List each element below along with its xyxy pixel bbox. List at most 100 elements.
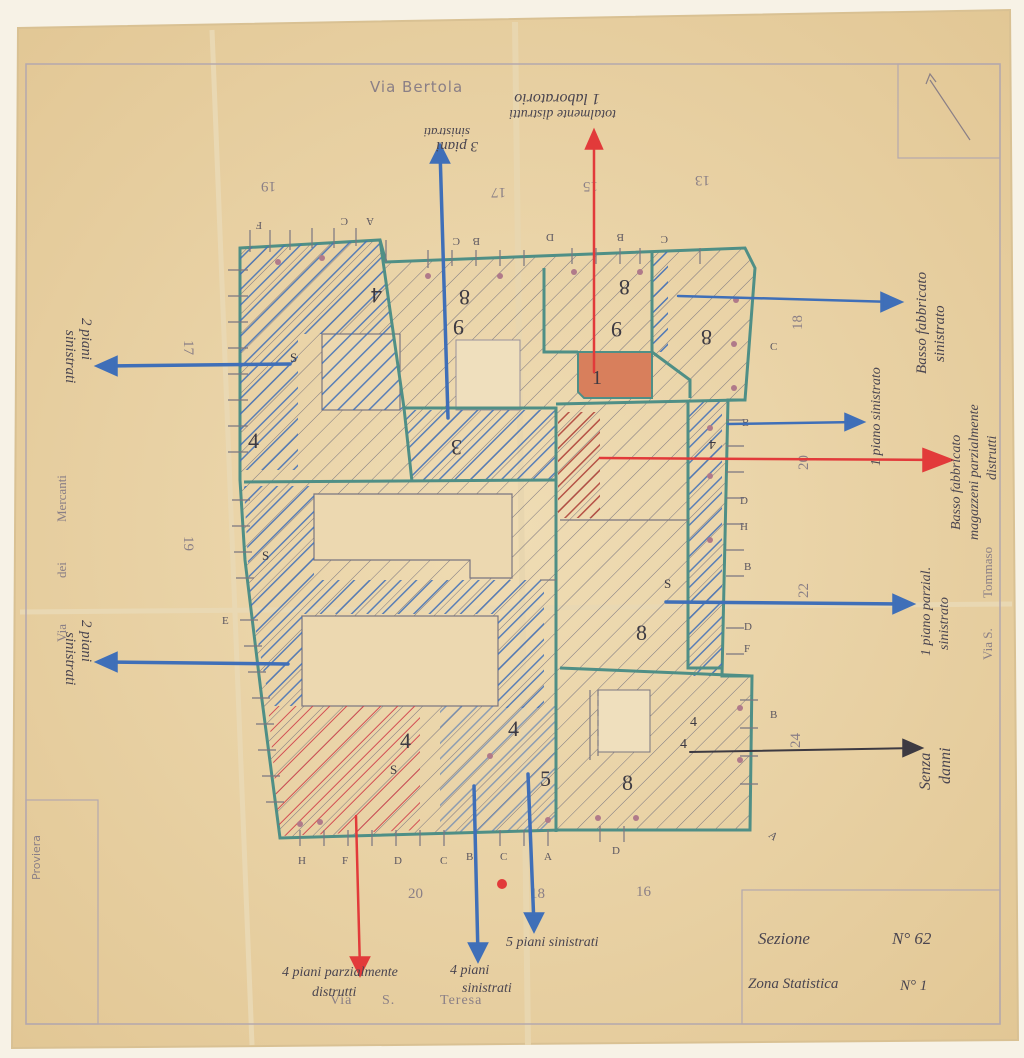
- arrow-blue-bottom-right: [526, 772, 536, 928]
- block-number: 24: [788, 733, 804, 749]
- arrow-blue-left-bottom: [102, 660, 290, 666]
- floor-count: 4: [371, 283, 382, 308]
- cartouche: Sezione N° 62 Zona Statistica N° 1: [748, 929, 932, 994]
- damaged-area-blue: [268, 706, 556, 832]
- edge-letter: B: [466, 851, 473, 863]
- edge-letter: C: [661, 233, 668, 245]
- floor-count: 4: [508, 716, 519, 741]
- edge-letter: B: [770, 709, 777, 721]
- svg-text:S.: S.: [382, 993, 395, 1008]
- block-number: 17: [491, 184, 507, 200]
- floor-count: 9: [453, 315, 464, 340]
- block-number: 15: [583, 178, 598, 194]
- floor-count: 4: [400, 728, 411, 753]
- edge-letter: D: [740, 495, 748, 507]
- destroyed-area-red: [268, 706, 420, 836]
- edge-letter: B: [744, 561, 751, 573]
- note-bottom-blue: sinistrati: [462, 981, 512, 996]
- stair-mark: S: [664, 576, 671, 591]
- edge-letter: A: [366, 215, 374, 227]
- block-number: 20: [408, 886, 423, 902]
- floor-count: 8: [459, 285, 470, 310]
- edge-letter: C: [341, 215, 348, 227]
- arrow-blue-left-top: [102, 362, 292, 368]
- edge-letter: B: [473, 235, 480, 247]
- note-right-20b: magazzeni parzialmente: [967, 404, 982, 540]
- floor-count: 4: [248, 428, 259, 453]
- edge-letter: D: [612, 845, 620, 857]
- edge-letter: F: [256, 219, 262, 231]
- note-left-bottom: sinistrati: [62, 632, 78, 685]
- note-right-20b: distrutti: [985, 436, 1000, 480]
- courtyard: [597, 689, 651, 753]
- north-box: [897, 63, 1001, 159]
- floor-count-small: 4: [690, 715, 697, 730]
- floor-count: 5: [540, 766, 551, 791]
- edge-letter: D: [394, 855, 402, 867]
- map-frame: [25, 63, 1001, 1025]
- courtyard: [455, 339, 521, 411]
- paper-fold: [209, 29, 255, 1046]
- edge-letter: C: [440, 855, 447, 867]
- floor-count-small: 4: [680, 737, 687, 752]
- arrow-red-right-20b: [598, 456, 946, 462]
- note-top-red: 1 laboratorio: [514, 90, 600, 107]
- arrow-red-bottom: [354, 814, 362, 972]
- edge-letter: C: [770, 341, 777, 353]
- svg-text:Via S.: Via S.: [980, 628, 995, 660]
- cartouche-box: [741, 889, 1001, 1025]
- note-right-20a: 1 piano sinistrato: [869, 367, 884, 466]
- note-right-22: 1 piano parzial.: [919, 567, 934, 656]
- edge-letter: E: [222, 615, 229, 627]
- floor-count-small: 4: [709, 436, 716, 451]
- internal-partitions: [385, 240, 688, 760]
- damaged-area-blue: [404, 410, 556, 482]
- note-right-24: danni: [937, 748, 954, 784]
- floor-count: 8: [701, 325, 712, 350]
- note-left-top: 2 piani: [78, 318, 94, 360]
- city-block-plan: 4 4 4 4 3 5 8 8 8 8 8 9 9 1 4 4 4 S S S …: [222, 215, 780, 867]
- svg-text:Teresa: Teresa: [440, 993, 482, 1008]
- svg-text:Via: Via: [330, 993, 352, 1008]
- note-right-24: Senza: [917, 753, 934, 790]
- floor-count: 9: [611, 317, 622, 342]
- arrow-blue-right-20a: [726, 420, 860, 426]
- note-right-22: sinistrato: [937, 597, 952, 650]
- edge-letter: C: [500, 851, 507, 863]
- edge-letter: B: [617, 231, 624, 243]
- edge-letter: F: [744, 643, 750, 655]
- note-bottom-red: distrutti: [312, 985, 356, 1000]
- edge-letter: D: [546, 231, 554, 243]
- note-top-blue: sinistrati: [423, 125, 470, 140]
- block-number: 18: [790, 315, 806, 330]
- damaged-area-blue: [652, 252, 668, 352]
- arrow-blue-top: [438, 148, 450, 420]
- note-left-bottom: 2 piani: [78, 620, 94, 662]
- note-top-blue: 3 piani: [436, 138, 479, 154]
- stair-mark: S: [390, 762, 397, 777]
- destroyed-area-red: [558, 412, 600, 518]
- block-number: 22: [796, 583, 812, 598]
- block-number: 19: [261, 178, 276, 194]
- block-number: 19: [180, 536, 196, 551]
- zona-label: Zona Statistica: [748, 976, 838, 992]
- sezione-label: Sezione: [758, 929, 810, 948]
- street-corner: Proviera: [30, 835, 43, 880]
- block-number: 13: [695, 172, 710, 188]
- damaged-area-blue: [688, 400, 722, 676]
- street-left: Via dei Mercanti: [54, 475, 69, 642]
- destroyed-lab: [577, 351, 653, 399]
- entrance-dots: [275, 255, 743, 827]
- arrow-dark-right-24: [689, 747, 919, 753]
- floor-count: 1: [592, 367, 602, 389]
- damaged-area-blue: [498, 614, 544, 708]
- edge-letter: H: [740, 521, 748, 533]
- zona-value: N° 1: [899, 978, 927, 994]
- svg-text:Tommaso: Tommaso: [980, 547, 995, 598]
- arrow-blue-right-18: [676, 294, 898, 304]
- note-right-18: sinistrato: [932, 305, 948, 362]
- floor-count: 8: [619, 275, 630, 300]
- note-right-20b: Basso fabbricato: [949, 435, 964, 530]
- floor-count: 3: [451, 435, 462, 460]
